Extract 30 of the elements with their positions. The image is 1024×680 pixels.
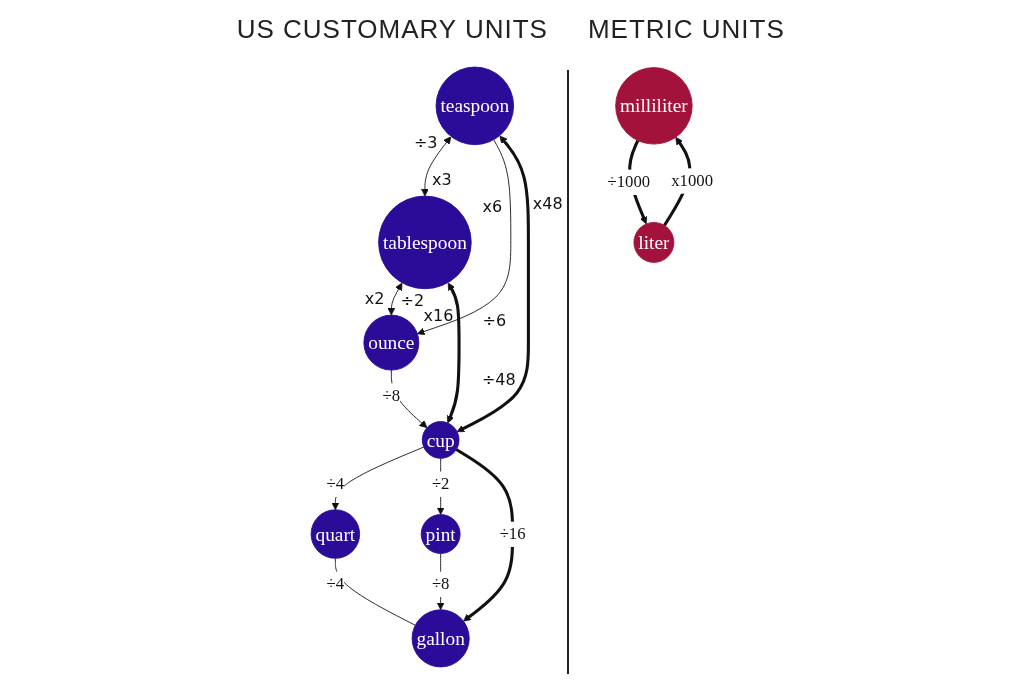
edge-label: ÷16 [499,521,526,547]
unit-circle: teaspoon [435,66,514,146]
conversion-label: ÷48 [481,371,516,390]
conversion-label: ÷6 [482,312,507,331]
unit-circle: quart [310,509,361,559]
unit-circle: liter [633,222,675,263]
edge-label: ÷8 [431,571,450,597]
conversion-label: x3 [432,170,452,189]
conversion-label: x6 [482,197,503,216]
conversion-label: x48 [532,194,563,213]
arrow [421,136,452,197]
unit-circle: tablespoon [378,195,472,290]
conversion-label: ÷3 [413,134,438,153]
arrow [446,282,461,424]
unit-circle: cup [421,421,460,459]
conversion-label: ÷2 [400,292,425,311]
arrow [387,282,403,316]
conversion-label: x2 [364,289,385,308]
edge-label: x1000 [671,168,713,194]
arrow [456,135,530,433]
section-heading: US CUSTOMARY UNITS [236,14,548,45]
edge-label: ÷2 [431,471,450,497]
arrow [455,448,515,622]
edge-label: ÷1000 [607,169,651,195]
section-heading: METRIC UNITS [587,14,785,45]
unit-circle: pint [420,514,461,554]
conversion-label: x16 [423,306,454,325]
unit-circle: gallon [411,609,470,668]
unit-circle: milliliter [615,67,693,145]
unit-circle: ounce [363,314,420,371]
